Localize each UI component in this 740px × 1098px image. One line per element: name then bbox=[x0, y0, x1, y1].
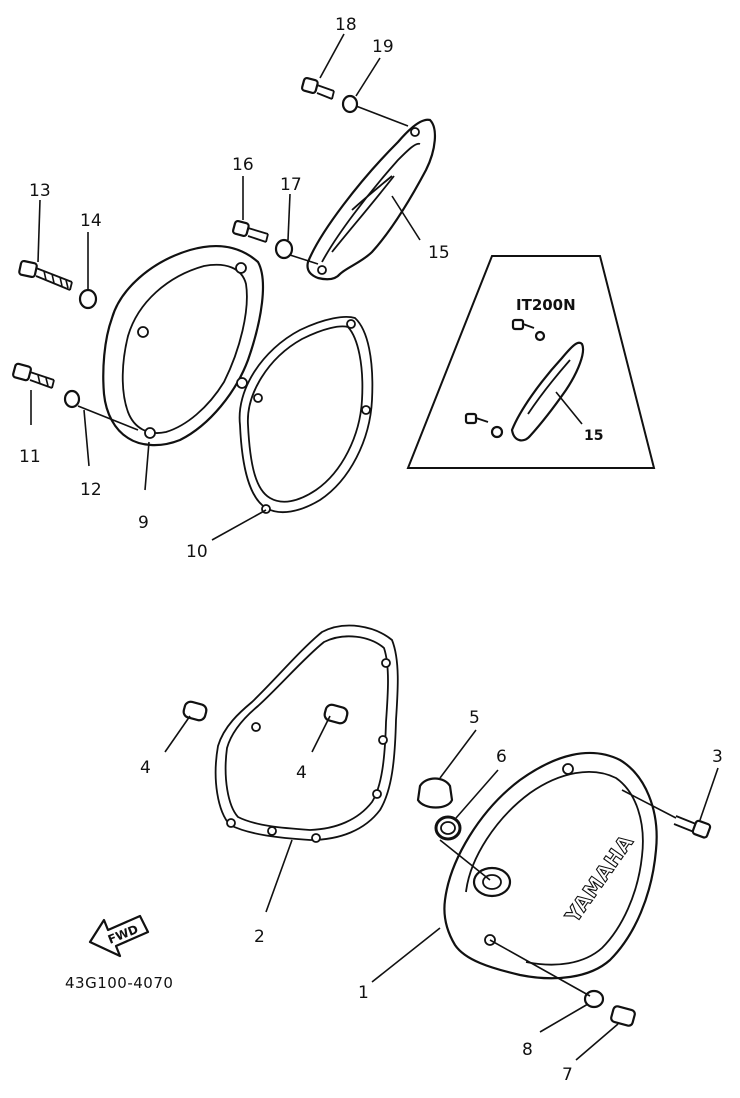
inset-title: IT200N bbox=[516, 296, 576, 314]
part-11-bolt bbox=[12, 362, 55, 389]
callout-11: 11 bbox=[19, 447, 41, 467]
part-9-magneto-cover bbox=[102, 244, 265, 447]
inset-it200n: IT200N bbox=[406, 255, 656, 469]
callout-17: 17 bbox=[280, 175, 302, 195]
part-2-gasket bbox=[214, 624, 399, 843]
part-18-bolt bbox=[301, 76, 335, 100]
callout-7: 7 bbox=[562, 1065, 573, 1085]
callout-6: 6 bbox=[496, 747, 507, 767]
callout-4-left: 4 bbox=[140, 758, 151, 778]
callout-16: 16 bbox=[232, 155, 254, 175]
part-4-dowel-pin-left bbox=[182, 700, 208, 722]
callout-3: 3 bbox=[712, 747, 723, 767]
callout-18: 18 bbox=[335, 15, 357, 35]
part-4-dowel-pin-right bbox=[323, 703, 349, 725]
drawing-number: 43G100-4070 bbox=[65, 974, 173, 992]
part-19-washer bbox=[341, 94, 359, 114]
part-16-bolt bbox=[232, 219, 269, 243]
part-3-bolt bbox=[673, 815, 712, 839]
part-5-cap bbox=[416, 777, 454, 809]
callout-5: 5 bbox=[469, 708, 480, 728]
lower-leader-lines bbox=[164, 715, 719, 1061]
part-12-washer bbox=[63, 389, 81, 409]
callout-numbers: 1 2 3 4 4 5 6 7 8 9 10 11 12 13 14 15 15… bbox=[19, 15, 723, 1085]
callout-10: 10 bbox=[186, 542, 208, 562]
callout-1: 1 bbox=[358, 983, 369, 1003]
callout-14: 14 bbox=[80, 211, 102, 231]
callout-2: 2 bbox=[254, 927, 265, 947]
part-7-bolt bbox=[610, 1005, 636, 1027]
callout-9: 9 bbox=[138, 513, 149, 533]
part-1-crankcase-cover: YAMAHA bbox=[443, 751, 658, 980]
callout-13: 13 bbox=[29, 181, 51, 201]
part-15-chain-guide bbox=[306, 118, 436, 281]
upper-leader-lines bbox=[30, 33, 421, 541]
callout-15: 15 bbox=[428, 243, 450, 263]
part-10-gasket bbox=[238, 316, 374, 514]
part-13-bolt bbox=[18, 259, 73, 291]
callout-19: 19 bbox=[372, 37, 394, 57]
callout-15-inset: 15 bbox=[584, 428, 603, 444]
part-6-o-ring bbox=[434, 815, 462, 841]
callout-12: 12 bbox=[80, 480, 102, 500]
fwd-arrow-icon: FWD bbox=[88, 914, 150, 958]
part-14-washer bbox=[78, 288, 98, 310]
callout-4-right: 4 bbox=[296, 763, 307, 783]
part-17-washer bbox=[274, 238, 294, 260]
callout-8: 8 bbox=[522, 1040, 533, 1060]
